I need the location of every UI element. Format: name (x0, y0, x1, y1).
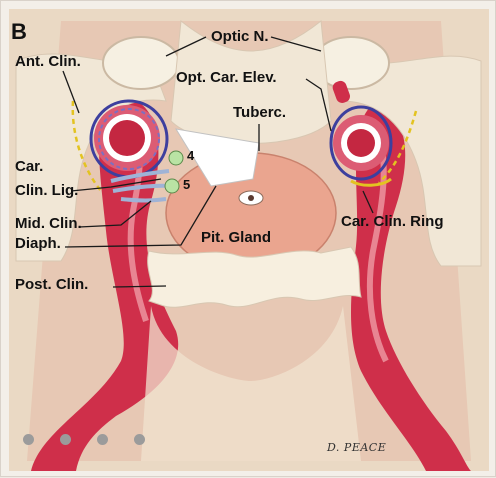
right-carotid-highlight (366, 129, 389, 363)
carousel-dot-1[interactable] (23, 434, 34, 445)
label-tuberculum: Tuberc. (233, 104, 287, 121)
label-pituitary-gland: Pit. Gland (201, 229, 272, 246)
ophthalmic-artery (332, 80, 350, 103)
label-anterior-clinoid: Ant. Clin. (15, 53, 81, 70)
posterior-clinoid-bar (147, 246, 362, 308)
marker-4-label: 4 (187, 148, 195, 163)
left-carotid-artery (31, 95, 179, 471)
marker-5-dot (164, 178, 180, 194)
marker-5-label: 5 (183, 177, 191, 192)
label-carotid: Car. (15, 158, 44, 175)
lower-bone (141, 306, 361, 461)
label-carotid-clinoid-ring: Car. Clin. Ring (341, 213, 444, 230)
label-middle-clinoid: Mid. Clin. (15, 215, 82, 232)
left-optic-nerve (102, 36, 180, 90)
right-ring-blue (329, 105, 393, 181)
label-diaphragm: Diaph. (15, 235, 61, 252)
artist-signature: D. PEACE (327, 441, 387, 454)
right-clin-ring-solid (350, 177, 392, 187)
carousel-dot-3[interactable] (97, 434, 108, 445)
label-optic-nerve: Optic N. (211, 28, 269, 45)
label-posterior-clinoid: Post. Clin. (15, 276, 89, 293)
carousel-dots (23, 434, 145, 445)
label-optic-carotid-elevation: Opt. Car. Elev. (176, 69, 277, 86)
carousel-dot-2[interactable] (60, 434, 71, 445)
left-yellow-margin (71, 100, 102, 192)
right-yellow-margin (378, 110, 418, 184)
label-clinoid-ligament: Clin. Lig. (15, 182, 79, 199)
diaphragm-flap (174, 128, 260, 187)
carousel-dot-4[interactable] (134, 434, 145, 445)
marker-4-dot (168, 150, 184, 166)
panel-letter: B (11, 19, 27, 44)
right-anterior-clinoid (340, 55, 482, 267)
